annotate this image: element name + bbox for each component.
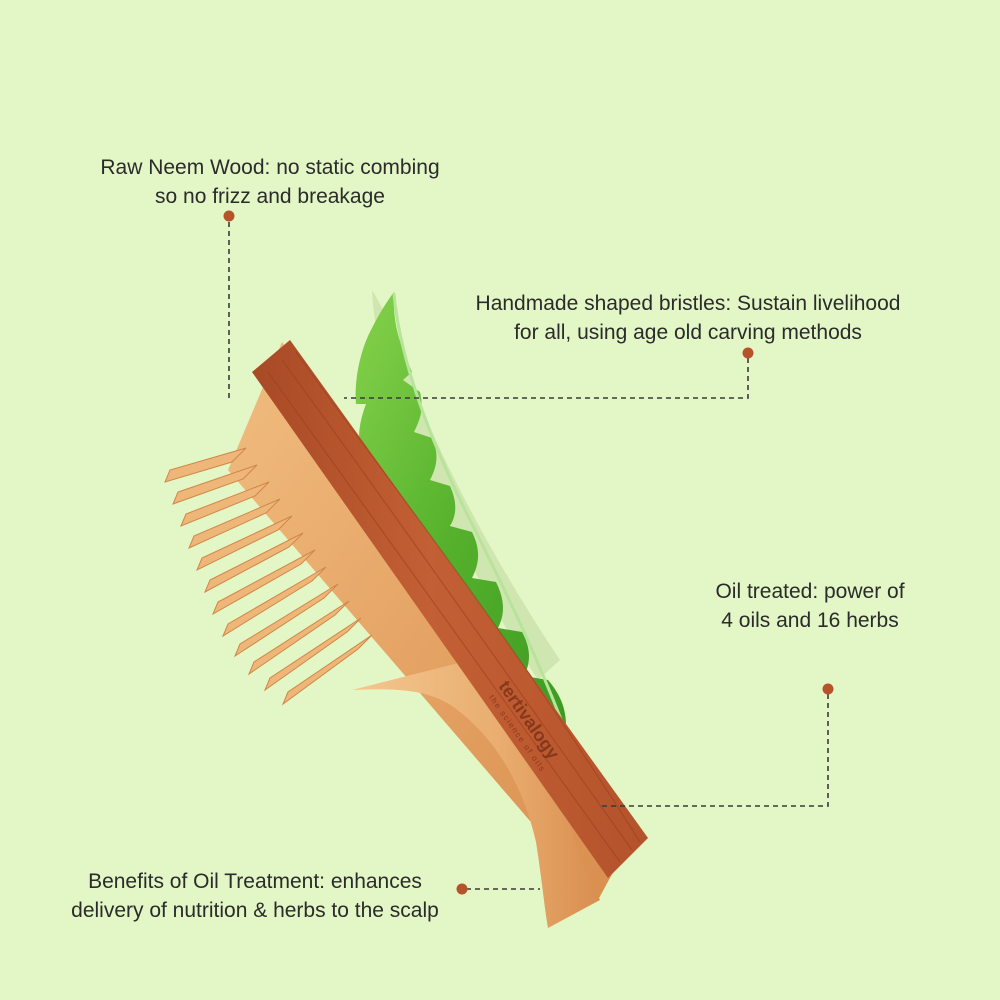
callout-bristles-line2: for all, using age old carving methods bbox=[514, 321, 862, 344]
marker-neem bbox=[223, 210, 235, 222]
leader-bristles bbox=[344, 358, 749, 399]
neem-wood-comb: tertivalogy the science of oils bbox=[164, 340, 648, 928]
callout-benefits: Benefits of Oil Treatment: enhances deli… bbox=[40, 867, 470, 925]
callout-oil-line1: Oil treated: power of bbox=[715, 580, 905, 603]
callout-benefits-line1: Benefits of Oil Treatment: enhances bbox=[88, 870, 422, 893]
callout-bristles: Handmade shaped bristles: Sustain liveli… bbox=[448, 289, 928, 347]
callout-benefits-line2: delivery of nutrition & herbs to the sca… bbox=[71, 899, 439, 922]
callout-oil-treated: Oil treated: power of 4 oils and 16 herb… bbox=[690, 577, 930, 635]
leader-oil bbox=[600, 694, 829, 807]
callout-neem-line2: so no frizz and breakage bbox=[155, 185, 385, 208]
comb-teeth bbox=[164, 447, 373, 706]
marker-oil bbox=[822, 683, 834, 695]
callout-leaders bbox=[228, 222, 829, 890]
callout-markers bbox=[223, 210, 834, 895]
callout-bristles-line1: Handmade shaped bristles: Sustain liveli… bbox=[475, 292, 901, 315]
callout-oil-line2: 4 oils and 16 herbs bbox=[721, 609, 899, 632]
leaf-midrib bbox=[392, 292, 564, 724]
marker-bristles bbox=[742, 347, 754, 359]
marker-benefits bbox=[456, 883, 468, 895]
callout-neem-line1: Raw Neem Wood: no static combing bbox=[100, 156, 440, 179]
neem-leaf bbox=[355, 292, 566, 726]
comb-spine bbox=[252, 340, 648, 878]
callout-neem-wood: Raw Neem Wood: no static combing so no f… bbox=[70, 153, 470, 211]
